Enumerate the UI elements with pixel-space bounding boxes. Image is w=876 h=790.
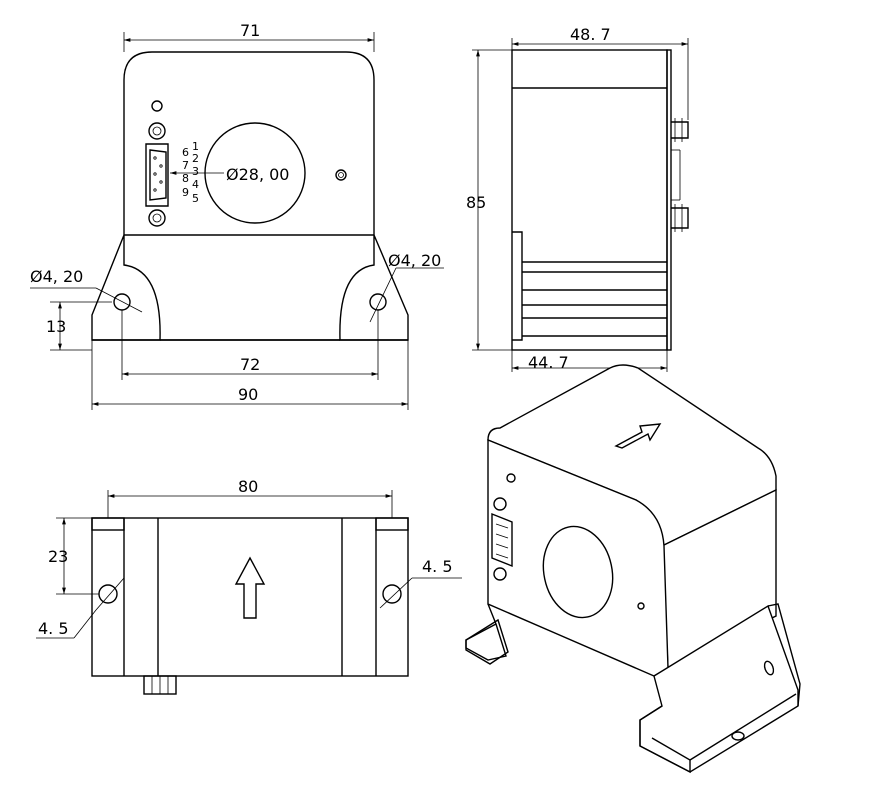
dim-hole-offset: 23	[48, 547, 68, 566]
dim-mount-hole-left: Ø4, 20	[30, 267, 83, 286]
iso-direction-arrow	[614, 423, 662, 449]
pin-label-1: 1	[192, 140, 199, 153]
dim-height: 85	[466, 193, 486, 212]
dim-top-width: 71	[240, 21, 260, 40]
pin-label-5: 5	[192, 192, 199, 205]
dim-slot-spacing: 80	[238, 477, 258, 496]
dim-slot-width-right: 4. 5	[422, 557, 453, 576]
top-direction-arrow	[234, 556, 266, 619]
front-screw	[335, 169, 347, 181]
dim-base-width: 90	[238, 385, 258, 404]
top-hole-left	[98, 584, 118, 604]
pin-label-3: 3	[192, 165, 199, 178]
iso-aperture	[542, 525, 614, 619]
top-view: 80 23 4. 5 4. 5	[36, 477, 462, 695]
dim-depth-top: 48. 7	[570, 25, 611, 44]
pin-label-9: 9	[182, 186, 189, 199]
dim-aperture-diameter: Ø28, 00	[226, 165, 289, 184]
dim-mount-hole-right: Ø4, 20	[388, 251, 441, 270]
pin-label-8: 8	[182, 172, 189, 185]
front-small-hole	[151, 100, 163, 112]
side-view: 48. 7 85 44. 7	[466, 25, 689, 372]
dsub-connector	[145, 122, 169, 227]
dim-hole-spacing: 72	[240, 355, 260, 374]
front-bracket-left	[91, 234, 161, 341]
dim-slot-width-left: 4. 5	[38, 619, 69, 638]
pin-label-2: 2	[192, 152, 199, 165]
pin-label-7: 7	[182, 159, 189, 172]
iso-connector	[491, 497, 513, 581]
front-mount-hole-right	[369, 293, 387, 311]
front-view: 1 2 3 4 5 6 7 8 9 Ø28, 00 71 Ø4, 20 Ø4, …	[30, 21, 444, 410]
dim-depth-bottom: 44. 7	[528, 353, 569, 372]
isometric-view	[465, 364, 801, 774]
top-hole-right	[382, 584, 402, 604]
front-body-outline	[123, 51, 375, 235]
pin-label-6: 6	[182, 146, 189, 159]
pin-label-4: 4	[192, 178, 199, 191]
dim-hole-height: 13	[46, 317, 66, 336]
